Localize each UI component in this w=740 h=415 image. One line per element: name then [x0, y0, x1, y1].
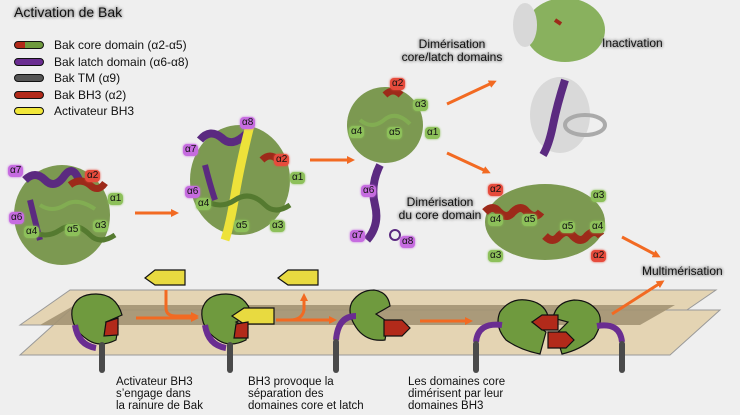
legend-item-activator: Activateur BH3	[14, 103, 189, 120]
helix-tag: α7	[350, 230, 366, 242]
helix-tag: α2	[274, 154, 290, 166]
caption-line: domaines BH3	[408, 400, 484, 412]
tm-swatch	[14, 74, 44, 83]
core-swatch	[14, 41, 44, 50]
latch-swatch	[14, 57, 44, 66]
protein-structure-activator-bound	[190, 123, 292, 242]
helix-tag: α3	[488, 250, 504, 262]
protein-structure-core-dimer	[482, 184, 605, 260]
helix-tag: α7	[8, 165, 24, 177]
arrow-activator-binding	[164, 290, 199, 320]
bak-cartoon-inactive	[71, 293, 123, 373]
legend-label: Activateur BH3	[54, 104, 135, 118]
helix-tag: α2	[488, 184, 504, 196]
helix-tag: α5	[522, 214, 538, 226]
bak-cartoon-dimer	[473, 299, 625, 373]
helix-tag: α4	[196, 198, 212, 210]
helix-tag: α2	[591, 250, 607, 262]
protein-structure-inactive	[14, 165, 117, 265]
legend-label: Bak BH3 (α2)	[54, 87, 127, 102]
legend-item-tm: Bak TM (α9)	[14, 70, 189, 87]
helix-tag: α1	[290, 172, 306, 184]
activator-bh3-free	[143, 269, 186, 286]
helix-tag: α4	[590, 221, 606, 233]
legend-label: Bak latch domain (α6-α8)	[54, 54, 189, 69]
label-multimerisation: Multimérisation	[642, 264, 723, 278]
helix-tag: α2	[390, 78, 406, 90]
activator-bh3-released	[276, 269, 319, 286]
arrow-mem-multimer	[611, 280, 665, 316]
legend-item-core: Bak core domain (α2-α5)	[14, 37, 189, 54]
caption-step2: BH3 provoque la séparation des domaines …	[248, 376, 364, 412]
caption-line: Activateur BH3	[116, 376, 193, 388]
bak-cartoon-activator-bound	[201, 293, 275, 373]
label-dimerisation-core-latch: Dimérisation core/latch domains	[392, 38, 512, 64]
label-line: Dimérisation	[406, 195, 474, 209]
activator-swatch	[14, 107, 44, 116]
helix-tag: α1	[108, 193, 124, 205]
arrow-to-multimer	[621, 235, 661, 258]
helix-tag: α5	[65, 224, 81, 236]
label-line: core/latch domains	[401, 50, 503, 64]
legend-item-bh3: Bak BH3 (α2)	[14, 87, 189, 104]
helix-tag: α5	[560, 221, 576, 233]
caption-line: domaines core et latch	[248, 400, 364, 412]
label-inactivation: Inactivation	[602, 36, 663, 50]
arrow-to-core-dimer	[446, 151, 491, 174]
helix-tag: α3	[93, 220, 109, 232]
helix-tag: α5	[387, 127, 403, 139]
helix-tag: α3	[270, 220, 286, 232]
legend-label: Bak core domain (α2-α5)	[54, 38, 187, 52]
helix-tag: α5	[234, 220, 250, 232]
helix-tag: α6	[361, 185, 377, 197]
caption-line: s’engage dans	[116, 388, 191, 400]
legend: Bak core domain (α2-α5) Bak latch domain…	[14, 37, 189, 120]
caption-line: BH3 provoque la	[248, 376, 334, 388]
caption-step1: Activateur BH3 s’engage dans la rainure …	[116, 376, 203, 412]
protein-structure-separated	[347, 87, 423, 243]
diagram-title: Activation de Bak	[14, 4, 123, 20]
helix-tag: α4	[349, 126, 365, 138]
caption-line: Les domaines core	[408, 376, 506, 388]
legend-item-latch: Bak latch domain (α6-α8)	[14, 54, 189, 71]
helix-tag: α7	[183, 144, 199, 156]
bak-cartoon-separated	[333, 289, 411, 373]
helix-tag: α8	[240, 117, 256, 129]
helix-tag: α4	[24, 226, 40, 238]
arrow-activator-release	[289, 293, 308, 322]
helix-tag: α8	[400, 236, 416, 248]
caption-step3: Les domaines core dimérisent par leur do…	[408, 376, 505, 412]
helix-tag: α3	[413, 99, 429, 111]
helix-tag: α2	[85, 170, 101, 182]
arrow-to-core-latch	[446, 80, 497, 106]
bh3-swatch	[14, 90, 44, 99]
label-line: Dimérisation	[418, 37, 486, 51]
helix-tag: α3	[591, 190, 607, 202]
helix-tag: α6	[185, 186, 201, 198]
helix-tag: α1	[425, 127, 441, 139]
helix-tag: α6	[9, 212, 25, 224]
legend-label: Bak TM (α9)	[54, 71, 121, 85]
helix-tag: α4	[488, 214, 504, 226]
caption-line: séparation des	[248, 388, 324, 400]
caption-line: dimérisent par leur	[408, 388, 504, 400]
protein-structure-core-latch-dimer	[513, 0, 607, 158]
label-dimerisation-core: Dimérisation du core domain	[390, 196, 490, 222]
caption-line: la rainure de Bak	[116, 400, 203, 412]
label-line: du core domain	[398, 208, 482, 222]
